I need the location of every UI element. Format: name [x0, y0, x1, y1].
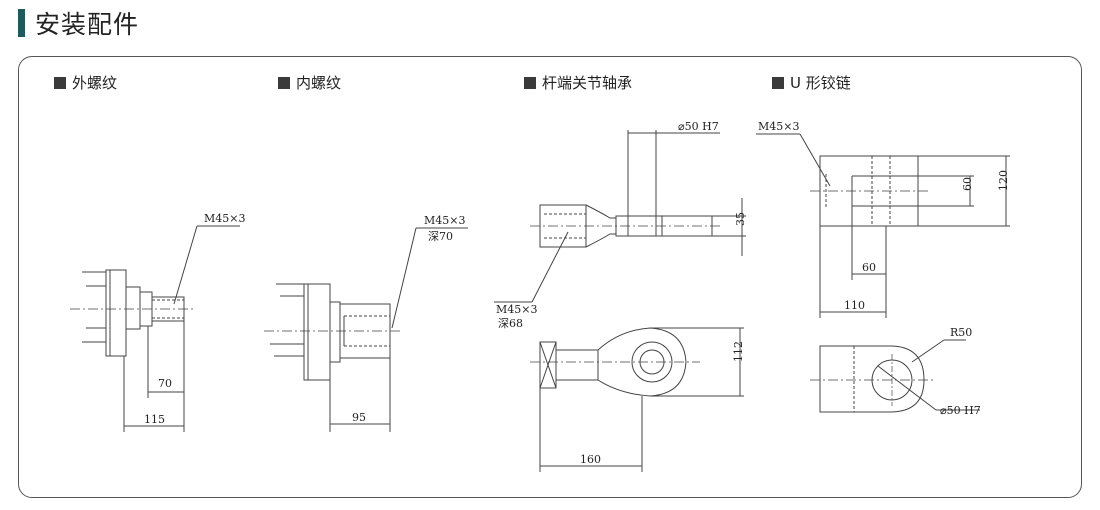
square-bullet-icon	[772, 76, 784, 89]
dim-u-110: 110	[844, 299, 865, 312]
page-title: 安装配件	[35, 10, 140, 39]
section-label-text: 杆端关节轴承	[542, 74, 633, 92]
external-thread-drawing	[70, 225, 240, 432]
dim-u-bore: ⌀50 H7	[940, 404, 981, 417]
accessories-panel	[18, 56, 1082, 498]
dim-u-60-vertical: 60	[961, 177, 974, 191]
dim-ext-70: 70	[158, 377, 172, 390]
dim-rod-bore: ⌀50 H7	[678, 120, 719, 133]
dim-rod-35: 35	[734, 212, 747, 226]
section-label-text: 内螺纹	[296, 74, 342, 92]
dim-rod-160: 160	[580, 453, 601, 466]
dim-int-thread: M45×3	[424, 214, 465, 227]
square-bullet-icon	[524, 76, 536, 89]
rod-end-top-view	[494, 130, 746, 303]
section-label-external-thread: 外螺纹	[54, 72, 117, 93]
u-clevis-top-view	[756, 133, 1010, 318]
dim-u-r50: R50	[950, 326, 972, 339]
dim-rod-depth: 深68	[498, 317, 523, 330]
internal-thread-drawing	[264, 227, 468, 432]
dim-rod-112: 112	[732, 341, 745, 362]
section-label-text: 外螺纹	[72, 74, 118, 92]
dim-u-60-horizontal: 60	[862, 261, 876, 274]
rod-end-side-view	[530, 327, 744, 472]
dim-rod-thread: M45×3	[496, 303, 537, 316]
section-label-internal-thread: 内螺纹	[278, 72, 341, 93]
dim-int-95: 95	[352, 411, 366, 424]
section-label-text: U 形铰链	[790, 74, 851, 92]
dim-int-depth: 深70	[428, 230, 453, 243]
page-header: 安装配件	[18, 8, 140, 39]
dim-ext-thread: M45×3	[204, 212, 245, 225]
dim-u-120: 120	[997, 170, 1010, 191]
title-accent-bar	[18, 9, 25, 37]
square-bullet-icon	[278, 76, 290, 89]
dim-ext-115: 115	[144, 413, 165, 426]
section-label-rod-end-bearing: 杆端关节轴承	[524, 72, 632, 93]
u-clevis-side-view	[810, 339, 980, 413]
section-label-u-clevis: U 形铰链	[772, 72, 851, 93]
square-bullet-icon	[54, 76, 66, 89]
dim-u-thread: M45×3	[758, 120, 799, 133]
